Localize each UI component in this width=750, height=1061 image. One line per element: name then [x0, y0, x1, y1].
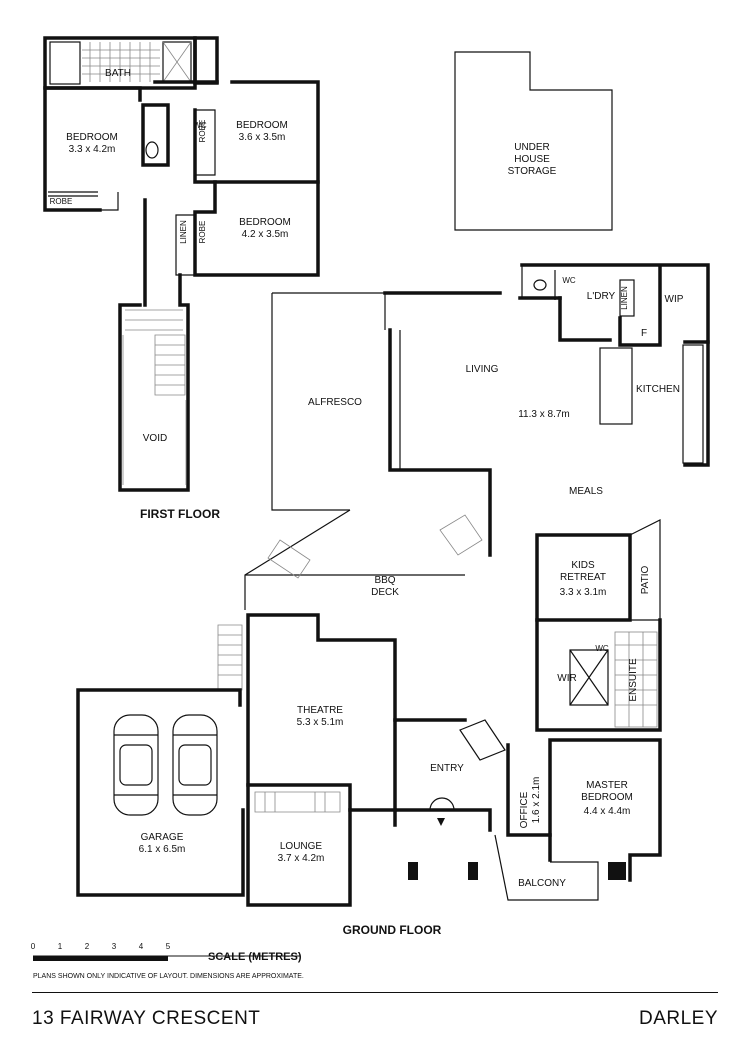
property-suburb: DARLEY: [638, 1008, 718, 1029]
car-right: [172, 714, 218, 816]
master-label-2: BEDROOM: [581, 792, 633, 803]
bath-tiles: [82, 42, 160, 82]
balcony-label: BALCONY: [518, 878, 566, 889]
bedroom-mid-size: 3.6 x 3.5m: [239, 132, 286, 143]
fridge-label: F: [641, 328, 647, 339]
storage-block: UNDER HOUSE STORAGE: [454, 51, 613, 231]
first-floor-title: FIRST FLOOR: [140, 507, 220, 521]
scale-bar: 0 1 2 3 4 5 SCALE (METRES) PLANS SHOWN O…: [31, 942, 304, 980]
robe-low-label: ROBE: [198, 221, 207, 244]
bbq-deck-area: [244, 509, 465, 610]
bedroom-low-name: BEDROOM: [239, 217, 291, 228]
garage-walls: [76, 688, 245, 897]
scale-tick-4: 4: [139, 942, 144, 951]
storage-line-2: HOUSE: [514, 154, 550, 165]
ground-floor-plan: ALFRESCO LIVING 11.3 x 8.7m WC L'DRY LIN…: [76, 263, 710, 937]
living-label: LIVING: [466, 364, 499, 375]
living-size: 11.3 x 8.7m: [518, 409, 570, 420]
bbq-label-1: BBQ: [374, 575, 395, 586]
robe-left-label: ROBE: [50, 197, 73, 206]
patio-label: PATIO: [640, 566, 651, 595]
scale-tick-3: 3: [112, 942, 117, 951]
scale-tick-2: 2: [85, 942, 90, 951]
alfresco-area: [271, 292, 385, 511]
theatre-size: 5.3 x 5.1m: [297, 717, 344, 728]
lounge-size: 3.7 x 4.2m: [278, 853, 325, 864]
kitchen-walls: [683, 340, 710, 467]
stair-upstairs: [122, 334, 187, 485]
kitchen-label: KITCHEN: [636, 384, 680, 395]
stair-theatre: [217, 624, 243, 691]
scale-disclaimer: PLANS SHOWN ONLY INDICATIVE OF LAYOUT. D…: [33, 973, 304, 980]
scale-label: SCALE (METRES): [208, 951, 302, 963]
linen-ground-label: LINEN: [620, 286, 629, 310]
car-left: [113, 714, 159, 816]
kitchen-island: [599, 347, 633, 425]
garage-label: GARAGE: [141, 832, 184, 843]
wir-label: WIR: [557, 673, 576, 684]
office-label: OFFICE: [519, 791, 530, 828]
entry-walls: [393, 718, 492, 832]
office-walls: [506, 743, 552, 837]
wip-label: WIP: [665, 294, 684, 305]
alfresco-label: ALFRESCO: [308, 397, 362, 408]
stair-deck: [267, 514, 483, 579]
bedroom-low-size: 4.2 x 3.5m: [242, 229, 289, 240]
wc-ground-label: WC: [562, 276, 576, 285]
property-address: 13 FAIRWAY CRESCENT: [32, 1008, 261, 1029]
bedroom-left-name: BEDROOM: [66, 132, 118, 143]
storage-line-1: UNDER: [514, 142, 550, 153]
master-bedroom-walls: [548, 738, 662, 882]
ground-floor-title: GROUND FLOOR: [343, 923, 442, 937]
bath-tub: [49, 41, 81, 85]
wc-ensuite-label: WC: [595, 644, 609, 653]
laundry-walls: [520, 263, 710, 347]
wc-upstairs: [141, 103, 170, 167]
living-walls: [383, 291, 562, 557]
master-size: 4.4 x 4.4m: [584, 806, 631, 817]
master-label-1: MASTER: [586, 780, 628, 791]
hallway-walls: [118, 198, 190, 492]
scale-tick-1: 1: [58, 942, 63, 951]
wc-upstairs-label: WC: [193, 121, 207, 130]
ensuite-tiles: [614, 631, 658, 728]
ensuite-walls: [535, 618, 662, 732]
bedroom-mid-walls: [153, 80, 320, 184]
robe-mid-label: ROBE: [198, 120, 207, 143]
void-label: VOID: [143, 433, 167, 444]
stair-lounge: [254, 791, 341, 813]
balcony-outline: [494, 834, 599, 901]
first-floor-plan: BATH ROBE BEDROOM 3.3 x 4.2m WC ROBE BED…: [43, 36, 320, 521]
storage-line-3: STORAGE: [508, 166, 557, 177]
bath-label: BATH: [105, 68, 131, 79]
footer-divider: [32, 992, 718, 993]
bedroom-left-size: 3.3 x 4.2m: [69, 144, 116, 155]
theatre-label: THEATRE: [297, 705, 343, 716]
laundry-label: L'DRY: [587, 291, 616, 302]
lounge-walls: [246, 783, 352, 907]
scale-tick-5: 5: [166, 942, 171, 951]
meals-label: MEALS: [569, 486, 603, 497]
ensuite-label: ENSUITE: [628, 658, 639, 702]
bedroom-mid-name: BEDROOM: [236, 120, 288, 131]
kids-size: 3.3 x 3.1m: [560, 587, 607, 598]
bbq-label-2: DECK: [371, 587, 399, 598]
entry-label: ENTRY: [430, 763, 464, 774]
theatre-walls: [246, 613, 397, 812]
office-size: 1.6 x 2.1m: [531, 777, 542, 824]
kids-label-2: RETREAT: [560, 572, 606, 583]
lounge-label: LOUNGE: [280, 841, 323, 852]
scale-tick-0: 0: [31, 942, 36, 951]
kids-label-1: KIDS: [571, 560, 595, 571]
garage-size: 6.1 x 6.5m: [139, 844, 186, 855]
linen-upstairs-label: LINEN: [179, 220, 188, 244]
bedroom-left-walls: [43, 86, 142, 212]
